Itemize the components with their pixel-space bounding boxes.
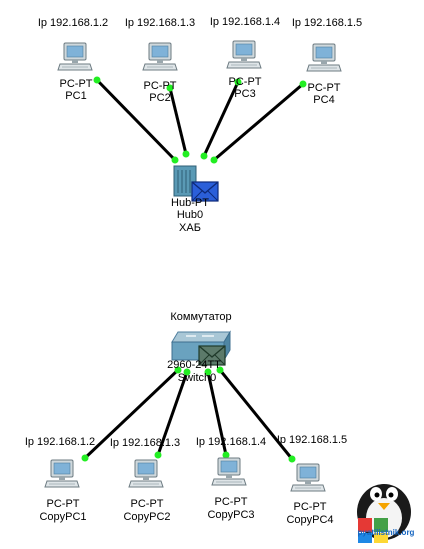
copypc1-name-label: CopyPC1 [39,511,87,523]
pc-icon[interactable] [57,42,93,71]
pc-icon[interactable] [211,457,247,486]
pc3-ip-label: Ip 192.168.1.4 [209,16,281,28]
switch-caption: Коммутатор [170,311,232,323]
pc1-model-label: PC-PT [59,78,93,90]
link-pc4-hub[interactable] [213,82,304,162]
pc4-ip-label: Ip 192.168.1.5 [291,17,363,29]
pc-icon[interactable] [142,42,178,71]
copypc3-model-label: PC-PT [214,496,248,508]
link-copypc4-switch[interactable] [218,369,294,460]
link-pc3-hub[interactable] [202,81,240,157]
copypc1-ip-label: Ip 192.168.1.2 [24,436,96,448]
link-pc2-hub[interactable] [168,87,188,155]
logo-icon [357,484,411,543]
pc-icon[interactable] [44,459,80,488]
pc4-model-label: PC-PT [307,82,341,94]
hub-icon[interactable] [173,165,197,197]
watermark-text: pyatilistnik.org [357,528,415,537]
link-copypc2-switch[interactable] [156,371,189,456]
hub-caption: ХАБ [179,222,201,234]
pc4-name-label: PC4 [313,94,335,106]
hub-link-ports [93,76,307,164]
switch-model-label: 2960-24TT [167,359,221,371]
switch-links [83,368,294,460]
switch-name-label: Switch0 [177,372,217,384]
pc1-ip-label: Ip 192.168.1.2 [37,17,109,29]
copypc3-name-label: CopyPC3 [207,509,255,521]
copypc2-model-label: PC-PT [130,498,164,510]
hub-model-label: Hub-PT [171,197,209,209]
copypc4-model-label: PC-PT [293,501,327,513]
pc3-name-label: PC3 [234,88,256,100]
envelope-icon[interactable] [191,181,219,202]
pc2-ip-label: Ip 192.168.1.3 [124,17,196,29]
copypc4-name-label: CopyPC4 [286,514,334,526]
pc-icon[interactable] [290,463,326,492]
pc-icon[interactable] [128,459,164,488]
link-pc1-hub[interactable] [95,78,177,162]
hub-name-label: Hub0 [176,209,204,221]
copypc4-ip-label: Ip 192.168.1.5 [276,434,348,446]
switch-link-ports [81,366,296,463]
hub-links [95,78,304,162]
link-copypc1-switch[interactable] [83,368,180,460]
copypc3-ip-label: Ip 192.168.1.4 [195,436,267,448]
pc-icon[interactable] [306,43,342,72]
pc3-model-label: PC-PT [228,76,262,88]
pc-icon[interactable] [226,40,262,69]
copypc2-name-label: CopyPC2 [123,511,171,523]
pc2-model-label: PC-PT [143,80,177,92]
link-copypc3-switch[interactable] [206,371,228,456]
pc1-name-label: PC1 [65,90,87,102]
envelope-icon[interactable] [198,345,226,366]
pc2-name-label: PC2 [149,92,171,104]
copypc1-model-label: PC-PT [46,498,80,510]
copypc2-ip-label: Ip 192.168.1.3 [109,437,181,449]
